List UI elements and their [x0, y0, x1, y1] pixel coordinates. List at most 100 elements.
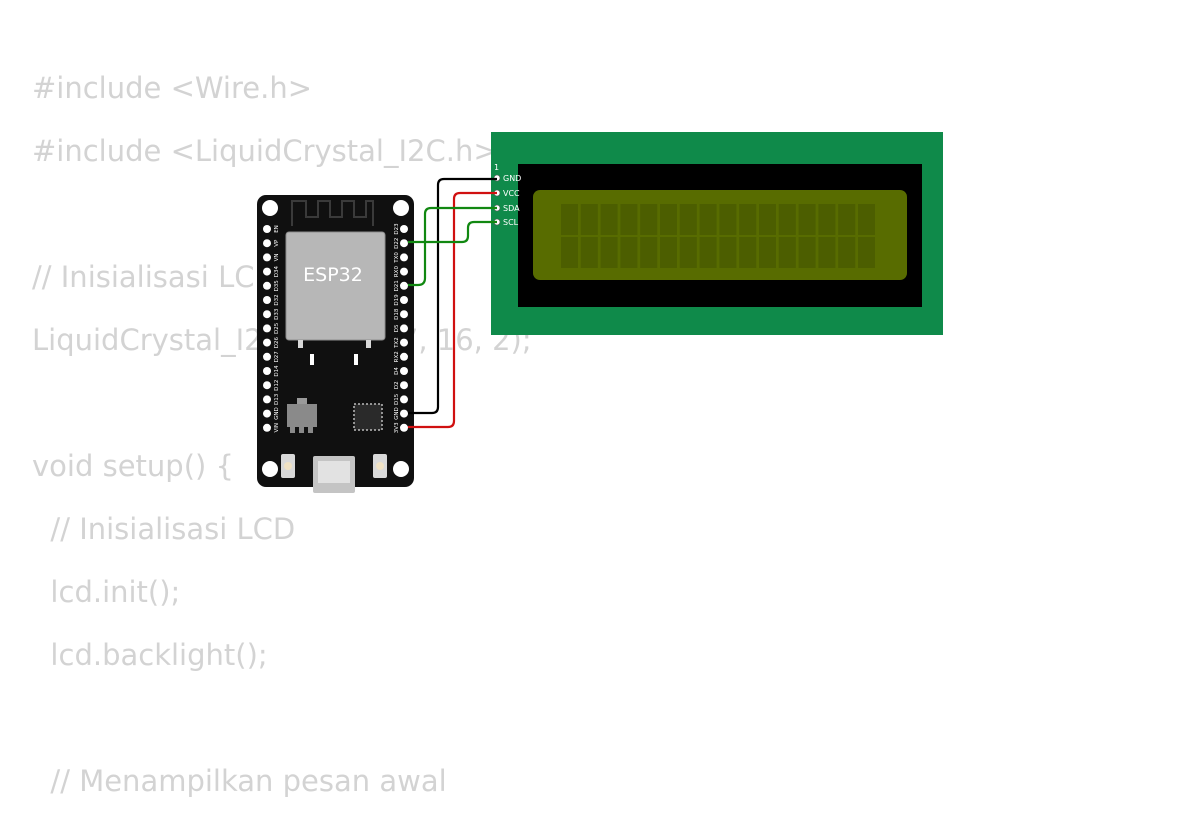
esp32-pin-right-d23[interactable] [400, 225, 408, 233]
lcd-cell [640, 237, 658, 268]
esp32-pin-right-d18[interactable] [400, 310, 408, 319]
wifi-antenna-trace [291, 200, 374, 226]
esp32-pin-right-d21[interactable] [400, 281, 408, 290]
esp32-pin-left-d32[interactable] [263, 296, 271, 304]
esp32-pin-left-gnd[interactable] [263, 409, 271, 418]
code-line: // Inisialisasi LCD [32, 512, 296, 546]
esp32-pin-right-rx0[interactable] [400, 267, 408, 276]
esp32-pin-left-d35[interactable] [263, 281, 271, 290]
lcd-pin-gnd-label: GND [503, 174, 521, 183]
lcd-cell [561, 237, 578, 268]
code-line: #include <Wire.h> [32, 71, 313, 105]
esp32-pin-left-d26[interactable] [263, 338, 271, 347]
esp32-pin-label: D27 [274, 351, 280, 363]
lcd-cell [660, 204, 677, 235]
lcd-cell [679, 237, 697, 268]
esp32-pin-left-d33[interactable] [263, 310, 271, 319]
esp32-pin-label: D21 [394, 280, 400, 291]
code-line [32, 694, 532, 742]
wire-scl[interactable] [408, 220, 497, 244]
micro-usb-port[interactable] [313, 456, 355, 493]
esp32-pin-label: D25 [274, 322, 280, 334]
esp32-pin-right-d5[interactable] [400, 324, 408, 333]
lcd-cell [600, 237, 618, 268]
esp32-pin-label: D32 [274, 294, 280, 305]
lcd-cell [679, 204, 697, 235]
lcd-cell [858, 204, 875, 235]
esp32-pin-label: D35 [274, 280, 280, 292]
esp32-pin-left-vin[interactable] [263, 423, 271, 432]
lcd-cell [798, 237, 816, 268]
esp32-pin-right-tx0[interactable] [400, 253, 408, 262]
code-line: // Inisialisasi LCD [32, 260, 277, 294]
esp32-pin-label: D18 [394, 308, 400, 320]
esp32-pin-left-d13[interactable] [263, 395, 271, 404]
esp32-pin-right-tx2[interactable] [400, 338, 408, 347]
lcd-cell [580, 237, 598, 268]
lcd-cell [580, 204, 598, 235]
lcd-cell [818, 204, 836, 235]
esp32-pin-label: D26 [274, 336, 280, 348]
esp32-pin-right-rx2[interactable] [400, 352, 408, 361]
esp32-pin-left-d12[interactable] [263, 381, 271, 390]
lcd-pin-sda-label: SDA [503, 204, 520, 213]
lcd-cell [798, 204, 816, 235]
esp32-pin-right-d4[interactable] [400, 367, 408, 375]
esp32-pin-right-d2[interactable] [400, 381, 408, 390]
esp32-pin-right-d22[interactable] [400, 239, 408, 248]
en-button[interactable] [281, 454, 295, 478]
esp32-pin-left-d34[interactable] [263, 267, 271, 276]
code-line: // Menampilkan pesan awal [32, 764, 447, 798]
esp32-pin-label: D34 [274, 265, 280, 277]
wire-vcc[interactable] [408, 191, 497, 429]
esp32-pin-left-d14[interactable] [263, 367, 271, 375]
lcd-cell [660, 237, 677, 268]
lcd-cell [699, 204, 717, 235]
lcd-cell [818, 237, 836, 268]
esp32-pin-left-d25[interactable] [263, 324, 271, 333]
lcd-cell [719, 204, 737, 235]
lcd-cell [600, 204, 618, 235]
esp32-pin-label: D12 [274, 380, 280, 391]
lcd-module[interactable]: 1 GND VCC SDA SCL [491, 132, 943, 335]
esp32-pin-right-gnd[interactable] [400, 409, 408, 418]
lcd-cell [719, 237, 737, 268]
esp32-pin-label: D33 [274, 308, 280, 320]
esp32-pin-left-d27[interactable] [263, 352, 271, 361]
esp32-pin-left-vp[interactable] [263, 239, 271, 248]
boot-button[interactable] [373, 454, 387, 478]
lcd-cell [838, 237, 856, 268]
wire-sda[interactable] [408, 206, 497, 287]
esp32-chip-label: ESP32 [303, 264, 363, 286]
esp32-pin-right-d15[interactable] [400, 395, 408, 404]
esp32-pin-label: TX0 [394, 252, 400, 264]
mounting-hole [262, 461, 278, 477]
smd-component [310, 354, 314, 365]
wire-gnd[interactable] [408, 177, 497, 415]
lcd-cell [858, 237, 875, 268]
lcd-cell [561, 204, 578, 235]
esp32-pin-label: GND [394, 407, 400, 420]
esp32-pin-left-vn[interactable] [263, 253, 271, 262]
esp32-pin-label: EN [274, 225, 280, 233]
smd-component [354, 354, 358, 365]
esp32-pin-label: D15 [394, 393, 400, 405]
lcd-cell [838, 204, 856, 235]
esp32-pin-label: GND [274, 407, 280, 420]
circuit-diagram: 1 GND VCC SDA SCL ESP32 [257, 132, 943, 493]
esp32-pin-right-3v3[interactable] [400, 423, 408, 432]
esp32-pin-right-d19[interactable] [400, 296, 408, 304]
esp32-pin-label: RX2 [394, 351, 400, 362]
lcd-cell [640, 204, 658, 235]
esp32-pin-label: D5 [394, 324, 400, 332]
esp32-right-header: D23D22TX0RX0D21D19D18D5TX2RX2D4D2D15GND3… [394, 223, 408, 433]
esp32-module-shield [285, 231, 386, 341]
mounting-hole [393, 461, 409, 477]
voltage-regulator [287, 398, 317, 433]
smd-component [298, 340, 303, 348]
esp32-pin-left-en[interactable] [263, 225, 271, 233]
esp32-pin-label: 3V3 [394, 422, 400, 433]
esp32-pin-label: D14 [274, 365, 280, 377]
code-line: void setup() { [32, 449, 234, 483]
